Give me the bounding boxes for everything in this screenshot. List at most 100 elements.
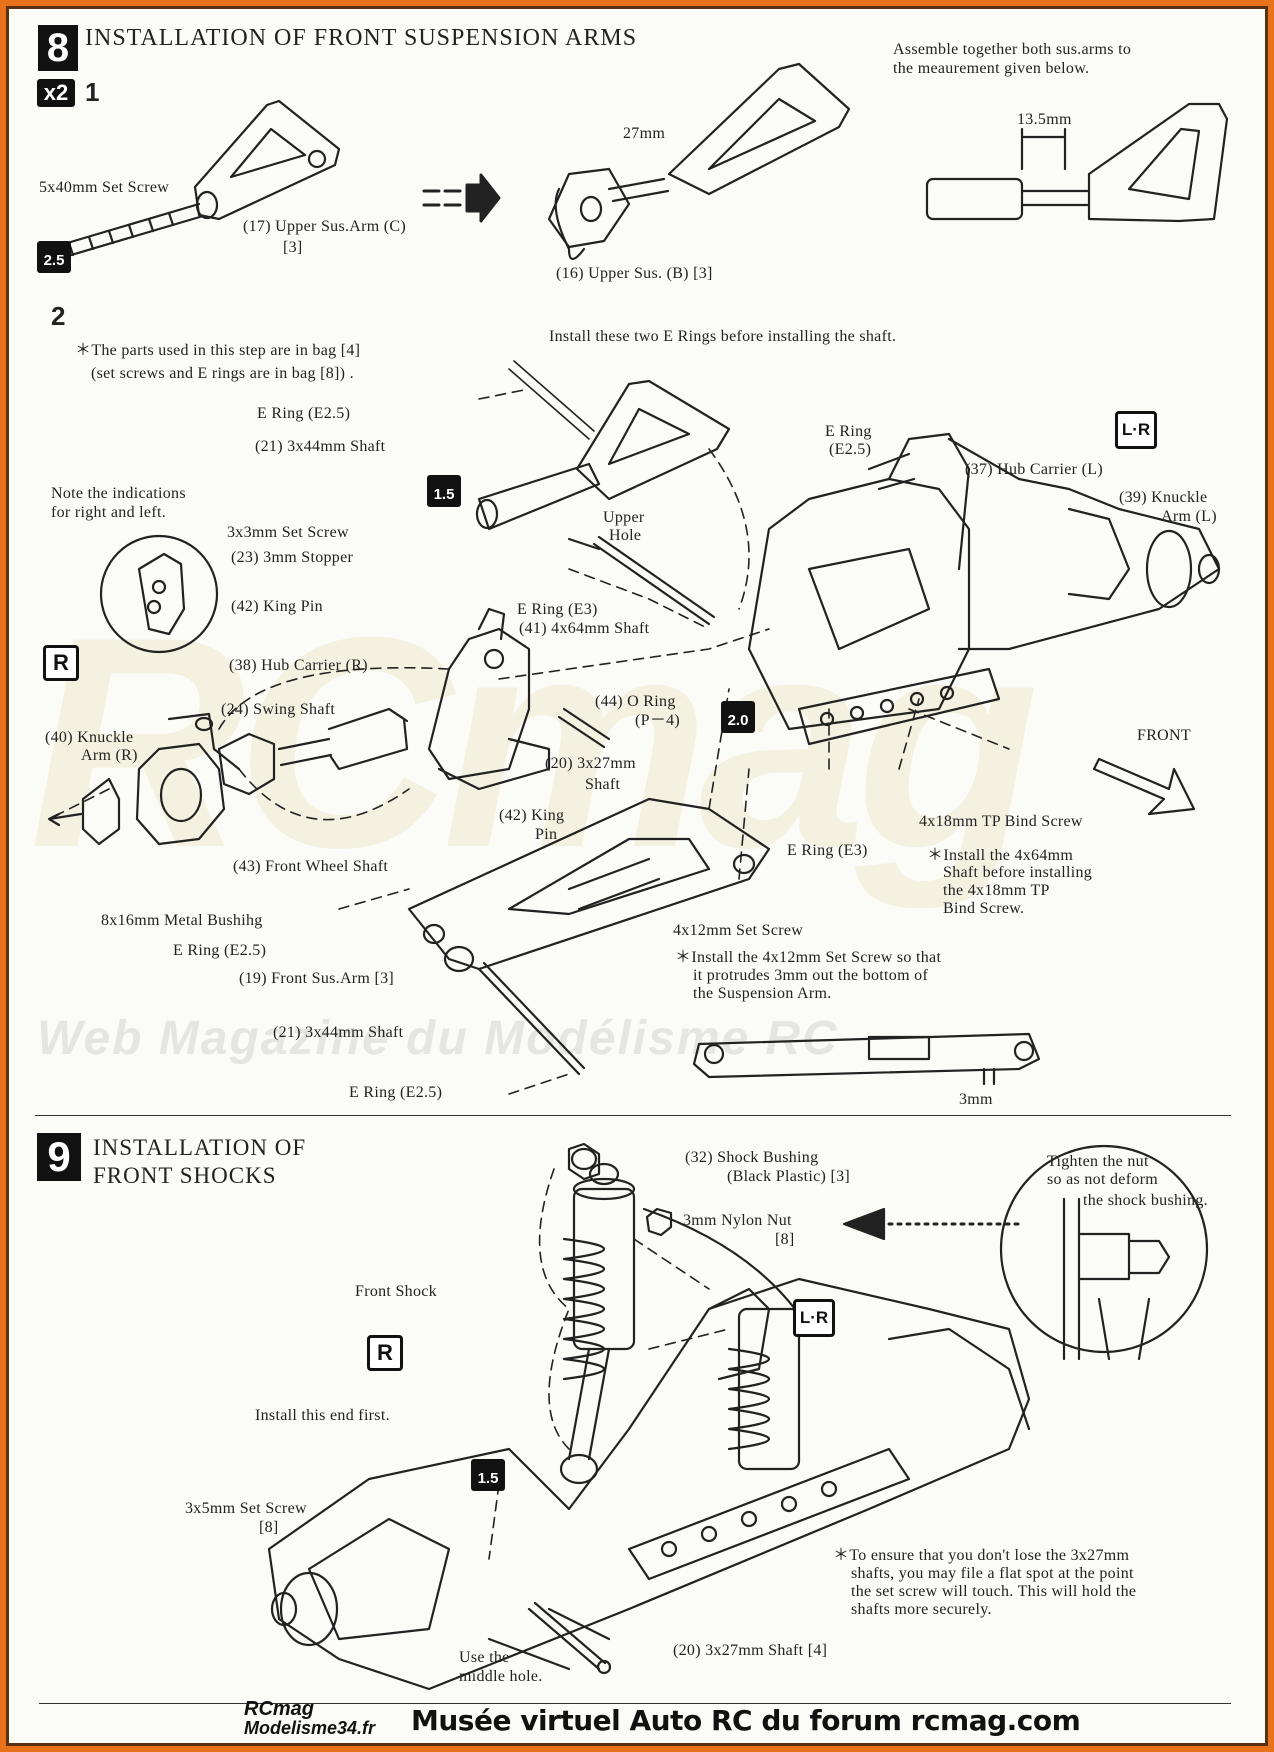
front-direction-arrow-drawing	[1092, 757, 1196, 816]
label-ering-e3-a: E Ring (E3)	[517, 601, 598, 618]
right-side-badge-sec9: R	[367, 1335, 403, 1371]
shock-bushing-drawing	[567, 1142, 601, 1181]
detail-pointer-arrowhead	[842, 1207, 886, 1241]
note-4x12-line-1: ＊Install the 4x12mm Set Screw so that	[675, 949, 942, 966]
left-right-badge-sec9: L·R	[793, 1299, 835, 1337]
label-set-screw-5x40: 5x40mm Set Screw	[39, 179, 170, 196]
shock-guide-lines	[488, 1168, 730, 1560]
label-ering-e25-b-1: E Ring	[825, 423, 872, 440]
label-tighten-2: so as not deform	[1047, 1171, 1159, 1188]
chassis-drawing	[747, 432, 1221, 746]
knuckle-arm-r-drawing	[47, 712, 241, 846]
hex-wrench-badge-25: 2.5	[37, 241, 71, 273]
lr-indication-detail-drawing	[99, 534, 219, 654]
label-ering-e3-b: E Ring (E3)	[787, 842, 868, 859]
label-knuckle-r-1: (40) Knuckle	[45, 729, 134, 746]
label-set-screw-4x12: 4x12mm Set Screw	[673, 922, 804, 939]
label-shaft-4x64: (41) 4x64mm Shaft	[519, 620, 650, 637]
step-1-number: 1	[85, 77, 100, 107]
label-hub-carrier-r: (38) Hub Carrier (R)	[229, 657, 368, 674]
label-shaft-3x44-a: (21) 3x44mm Shaft	[255, 438, 386, 455]
label-shaft-3x27-sec9: (20) 3x27mm Shaft [4]	[673, 1642, 828, 1659]
note-file-line-4: shafts more securely.	[851, 1601, 992, 1618]
note-bag-line-2: (set screws and E rings are in bag [8]) …	[91, 365, 354, 382]
arm-protrusion-detail-drawing	[692, 1032, 1041, 1086]
label-shaft-3x27-2: Shaft	[585, 776, 621, 793]
label-upper-hole-2: Hole	[609, 527, 642, 544]
label-shaft-3x44-b: (21) 3x44mm Shaft	[273, 1024, 404, 1041]
note-lr-line-1: Note the indications	[51, 485, 186, 502]
left-right-badge: L·R	[1115, 411, 1157, 449]
upper-sus-b-drawing	[547, 62, 851, 261]
note-lr-line-2: for right and left.	[51, 504, 166, 521]
note-4x64-text-1: Install the 4x64mm	[943, 847, 1074, 864]
label-stopper-3mm: (23) 3mm Stopper	[231, 549, 354, 566]
label-front: FRONT	[1137, 727, 1191, 744]
section-9-title-2: FRONT SHOCKS	[93, 1163, 277, 1188]
section-8-number: 8	[38, 25, 78, 71]
section-9-number: 9	[37, 1133, 81, 1181]
label-ering-e25-a: E Ring (E2.5)	[257, 405, 351, 422]
front-sus-arm-drawing	[407, 797, 771, 973]
label-o-ring-2: (P－4)	[635, 712, 681, 729]
shaft-3x27-drawing	[557, 707, 611, 749]
note-4x12-text-1: Install the 4x12mm Set Screw so that	[691, 949, 942, 966]
label-knuckle-l-1: (39) Knuckle	[1119, 489, 1208, 506]
label-install-erings: Install these two E Rings before install…	[549, 328, 897, 345]
note-4x64-line-4: Bind Screw.	[943, 900, 1025, 917]
section-divider	[35, 1115, 1231, 1116]
label-metal-bushing: 8x16mm Metal Bushihg	[101, 912, 263, 929]
label-knuckle-r-2: Arm (R)	[81, 747, 138, 764]
footer-banner: RCmag Modelisme34.fr Musée virtuel Auto …	[9, 1693, 1265, 1743]
label-front-shock: Front Shock	[355, 1283, 437, 1300]
label-nylon-nut-1: 3mm Nylon Nut	[683, 1212, 792, 1229]
shaft-3x27-sec9-drawing	[527, 1601, 612, 1675]
label-front-wheel-shaft: (43) Front Wheel Shaft	[233, 858, 389, 875]
note-4x12-line-2: it protrudes 3mm out the bottom of	[693, 967, 929, 984]
label-set-screw-3x3: 3x3mm Set Screw	[227, 524, 349, 541]
section-8-title: INSTALLATION OF FRONT SUSPENSION ARMS	[85, 25, 638, 51]
right-side-badge: R	[43, 645, 79, 681]
upper-arm-step2-drawing	[475, 360, 731, 531]
footer-caption: Musée virtuel Auto RC du forum rcmag.com	[411, 1704, 1081, 1737]
label-set-screw-3x5-2: [8]	[259, 1519, 279, 1536]
note-file-line-3: the set screw will touch. This will hold…	[851, 1583, 1137, 1600]
assembly-measurement-drawing	[925, 102, 1229, 223]
label-install-end: Install this end first.	[255, 1407, 390, 1424]
step-2-number: 2	[51, 301, 66, 331]
bottom-rule	[39, 1703, 1231, 1704]
manual-page: RCmag Web Magazine du Modélisme RC	[6, 6, 1268, 1746]
label-front-sus-arm: (19) Front Sus.Arm [3]	[239, 970, 395, 987]
note-file-line-2: shafts, you may file a flat spot at the …	[851, 1565, 1134, 1582]
hex-wrench-badge-15: 1.5	[427, 475, 461, 507]
label-tp-bind-screw: 4x18mm TP Bind Screw	[919, 813, 1083, 830]
label-upper-arm-c: (17) Upper Sus.Arm (C)	[243, 218, 407, 235]
shaft-4x64-drawing	[567, 535, 716, 626]
note-4x64-line-1: ＊Install the 4x64mm	[927, 847, 1074, 864]
note-bag-line-1: ＊The parts used in this step are in bag …	[75, 342, 361, 359]
label-shaft-3x27-1: (20) 3x27mm	[545, 755, 636, 772]
label-dim-3mm: 3mm	[959, 1091, 993, 1108]
label-swing-shaft: (24) Swing Shaft	[221, 701, 336, 718]
note-file-text-1: To ensure that you don't lose the 3x27mm	[849, 1547, 1130, 1564]
label-set-screw-3x5-1: 3x5mm Set Screw	[185, 1500, 307, 1517]
label-ering-e25-d: E Ring (E2.5)	[349, 1084, 443, 1101]
step-arrow-drawing	[422, 173, 501, 223]
multiplier-badge: x2	[37, 79, 75, 107]
note-4x64-line-2: Shaft before installing	[943, 864, 1093, 881]
label-assemble-line-2: the meaurement given below.	[893, 60, 1090, 77]
hex-wrench-badge-15-sec9: 1.5	[471, 1459, 505, 1491]
label-dim-13-5mm: 13.5mm	[1017, 111, 1072, 128]
label-king-pin-b-2: Pin	[535, 826, 558, 843]
footer-logo-modelisme34: Modelisme34.fr	[244, 1718, 376, 1738]
label-ering-e25-b-2: (E2.5)	[829, 441, 872, 458]
watermark-tagline: Web Magazine du Modélisme RC	[37, 1012, 839, 1065]
label-tighten-3: the shock bushing.	[1083, 1192, 1208, 1209]
front-chassis-assembly-drawing	[267, 1277, 1031, 1691]
section-9-title-1: INSTALLATION OF	[93, 1135, 307, 1160]
note-file-line-1: ＊To ensure that you don't lose the 3x27m…	[833, 1547, 1130, 1564]
label-use-middle-1: Use the	[459, 1649, 510, 1666]
label-assemble-line-1: Assemble together both sus.arms to	[893, 41, 1132, 58]
hex-wrench-badge-20: 2.0	[721, 701, 755, 733]
label-nylon-nut-2: [8]	[775, 1231, 795, 1248]
